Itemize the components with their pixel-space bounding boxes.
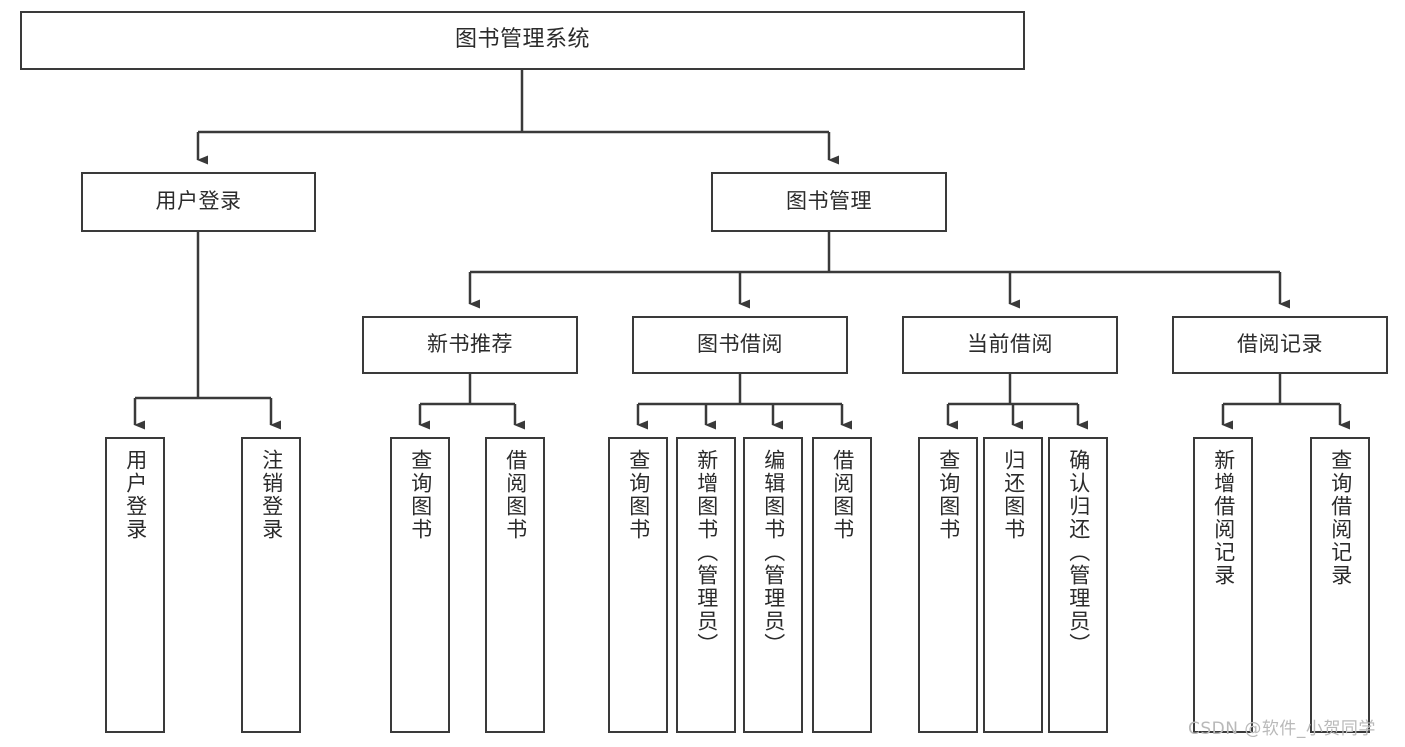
node-label: 用户登录 [155,189,242,214]
leaf-borrow-record-add[interactable]: 新增借阅记录 [1193,437,1253,733]
node-label: 确认归还（管理员） [1066,449,1091,656]
leaf-current-borrow-confirm-admin[interactable]: 确认归还（管理员） [1048,437,1108,733]
node-label: 当前借阅 [967,332,1053,357]
leaf-user-login-signin[interactable]: 用户登录 [105,437,165,733]
node-book-management-system[interactable]: 图书管理系统 [20,11,1025,70]
leaf-book-borrow-query[interactable]: 查询图书 [608,437,668,733]
leaf-book-borrow-add-admin[interactable]: 新增图书（管理员） [676,437,736,733]
leaf-current-borrow-return[interactable]: 归还图书 [983,437,1043,733]
node-label: 借阅图书 [830,449,855,541]
leaf-book-borrow-borrow[interactable]: 借阅图书 [812,437,872,733]
leaf-current-borrow-query[interactable]: 查询图书 [918,437,978,733]
leaf-new-book-borrow[interactable]: 借阅图书 [485,437,545,733]
node-label: 查询图书 [626,449,651,541]
node-label: 查询图书 [936,449,961,541]
node-user-login[interactable]: 用户登录 [81,172,316,232]
leaf-new-book-query[interactable]: 查询图书 [390,437,450,733]
node-label: 图书管理系统 [454,27,590,53]
node-label: 新书推荐 [427,332,513,357]
node-book-borrowing[interactable]: 图书借阅 [632,316,848,374]
node-label: 归还图书 [1001,449,1026,541]
node-book-management[interactable]: 图书管理 [711,172,947,232]
leaf-book-borrow-edit-admin[interactable]: 编辑图书（管理员） [743,437,803,733]
node-label: 图书管理 [786,189,872,214]
leaf-user-login-signout[interactable]: 注销登录 [241,437,301,733]
node-label: 编辑图书（管理员） [761,449,786,656]
node-label: 用户登录 [123,449,148,541]
node-label: 查询图书 [408,449,433,541]
node-label: 注销登录 [259,449,284,541]
node-label: 借阅记录 [1237,332,1323,357]
node-label: 新增借阅记录 [1211,449,1236,587]
node-current-borrowing[interactable]: 当前借阅 [902,316,1118,374]
node-label: 图书借阅 [697,332,783,357]
node-label: 查询借阅记录 [1328,449,1353,587]
node-new-book-recommendation[interactable]: 新书推荐 [362,316,578,374]
csdn-watermark: CSDN @软件_小贺同学 [1188,719,1376,739]
node-label: 新增图书（管理员） [694,449,719,656]
node-borrowing-records[interactable]: 借阅记录 [1172,316,1388,374]
leaf-borrow-record-query[interactable]: 查询借阅记录 [1310,437,1370,733]
node-label: 借阅图书 [503,449,528,541]
